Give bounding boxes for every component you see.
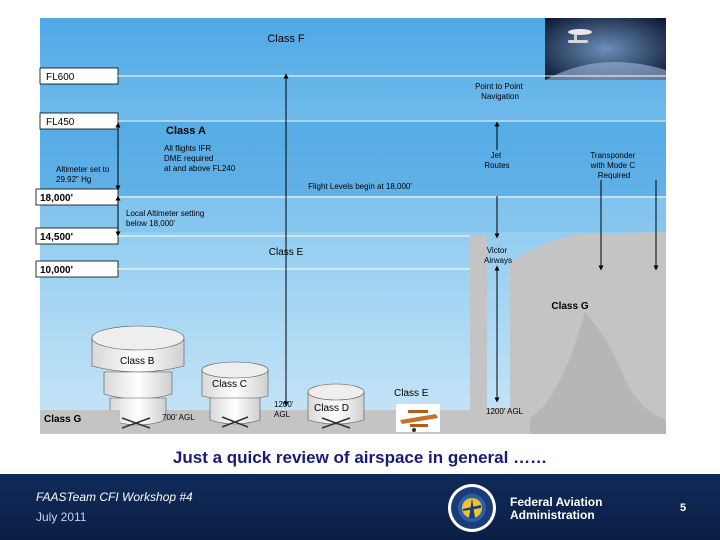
footer-date: July 2011 [36,510,87,524]
point-to-point-label: Point to Point Navigation [475,82,525,101]
alt-18000-label: 18,000' [35,188,119,206]
class-a-label: Class A [166,125,206,137]
flight-levels-label: Flight Levels begin at 18,000' [308,182,412,191]
faa-seal-icon [448,484,496,532]
agl-1200-left-label: 1200' AGL [274,400,296,419]
class-d-airspace: Class D [307,383,365,429]
svg-text:Class B: Class B [120,356,155,367]
svg-text:18,000': 18,000' [40,193,73,204]
svg-text:FL450: FL450 [46,117,75,128]
airspace-diagram: FL600 FL450 18,000' 14,500' 10,000' Clas… [35,18,666,434]
class-b-airspace: Class B [91,325,185,426]
class-a-band [40,120,666,196]
svg-text:10,000': 10,000' [40,265,73,276]
class-a-note: All flights IFR DME required at and abov… [164,144,236,173]
agency-line2: Administration [510,508,595,522]
local-altimeter-label: Local Altimeter setting below 18,000' [126,209,207,228]
svg-text:Class C: Class C [212,379,247,390]
runway-icon [121,417,151,429]
alt-10000-label: 10,000' [35,260,119,278]
svg-text:Class G: Class G [44,414,81,425]
alt-14500-label: 14,500' [35,227,119,245]
transition-band [40,196,666,232]
jet-routes-label: Jet Routes [484,151,509,170]
starship-icon [568,29,592,43]
altimeter-note: Altimeter set to 29.92" Hg [56,165,112,184]
svg-text:14,500': 14,500' [40,232,73,243]
svg-text:FL600: FL600 [46,72,75,83]
footer-bar: FAASTeam CFI Workshop #4 July 2011 Feder… [0,474,720,540]
class-g-right-label: Class G [551,301,588,312]
agl-700-label: 700' AGL [162,413,195,422]
footer-title: FAASTeam CFI Workshop #4 [36,490,193,504]
class-e-lower-label: Class E [394,388,429,399]
agency-line1: Federal Aviation [510,495,603,509]
page-number: 5 [680,502,687,514]
victor-airways-label: Victor Airways [484,246,512,265]
terrain-shadow [530,312,666,434]
agency-name: Federal Aviation Administration [510,496,630,522]
class-f-label: Class F [267,33,305,45]
slide-caption: Just a quick review of airspace in gener… [172,448,548,467]
class-g-left-label: Class G [40,410,120,426]
fl450-label: FL450 [39,112,119,130]
svg-text:Class D: Class D [314,403,349,414]
fl600-label: FL600 [39,67,119,85]
airplane-icon [396,404,440,432]
class-c-airspace: Class C [201,361,269,428]
agl-1200-right-label: 1200' AGL [486,407,524,416]
transponder-label: Transponder with Mode C Required [590,151,638,180]
